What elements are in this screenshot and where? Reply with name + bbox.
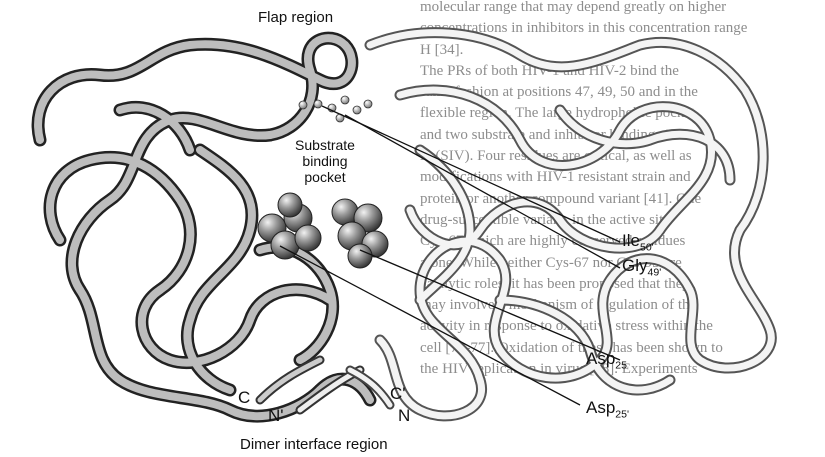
dimer-interface-label: Dimer interface region [240,436,388,453]
substrate-binding-pocket-label: Substrate binding pocket [280,137,370,185]
right-monomer-ribbon [370,33,771,416]
residue-name: Asp [586,398,615,417]
flap-region-label: Flap region [258,9,333,26]
residue-number: 50' [640,241,654,253]
n-terminus-label: N [398,406,410,426]
residue-label-asp25-prime: Asp25' [586,398,629,420]
n-terminus-prime-label: N' [268,406,284,426]
residue-name: Gly [622,256,648,275]
c-terminus-prime-label: C' [390,384,406,404]
residue-number: 25' [615,408,629,420]
pocket-label-line-2: binding [280,153,370,169]
c-terminus-label: C [238,388,250,408]
residue-name: Ile [622,231,640,250]
residue-number: 25 [615,359,627,371]
pocket-label-line-3: pocket [280,169,370,185]
residue-number: 49' [648,266,662,278]
residue-label-gly49: Gly49' [622,256,661,278]
leader-line-asp25-prime [360,250,620,360]
residue-label-ile50: Ile50' [622,231,654,253]
residue-label-asp25: Asp25 [586,349,627,371]
residue-name: Asp [586,349,615,368]
pocket-label-line-1: Substrate [280,137,370,153]
